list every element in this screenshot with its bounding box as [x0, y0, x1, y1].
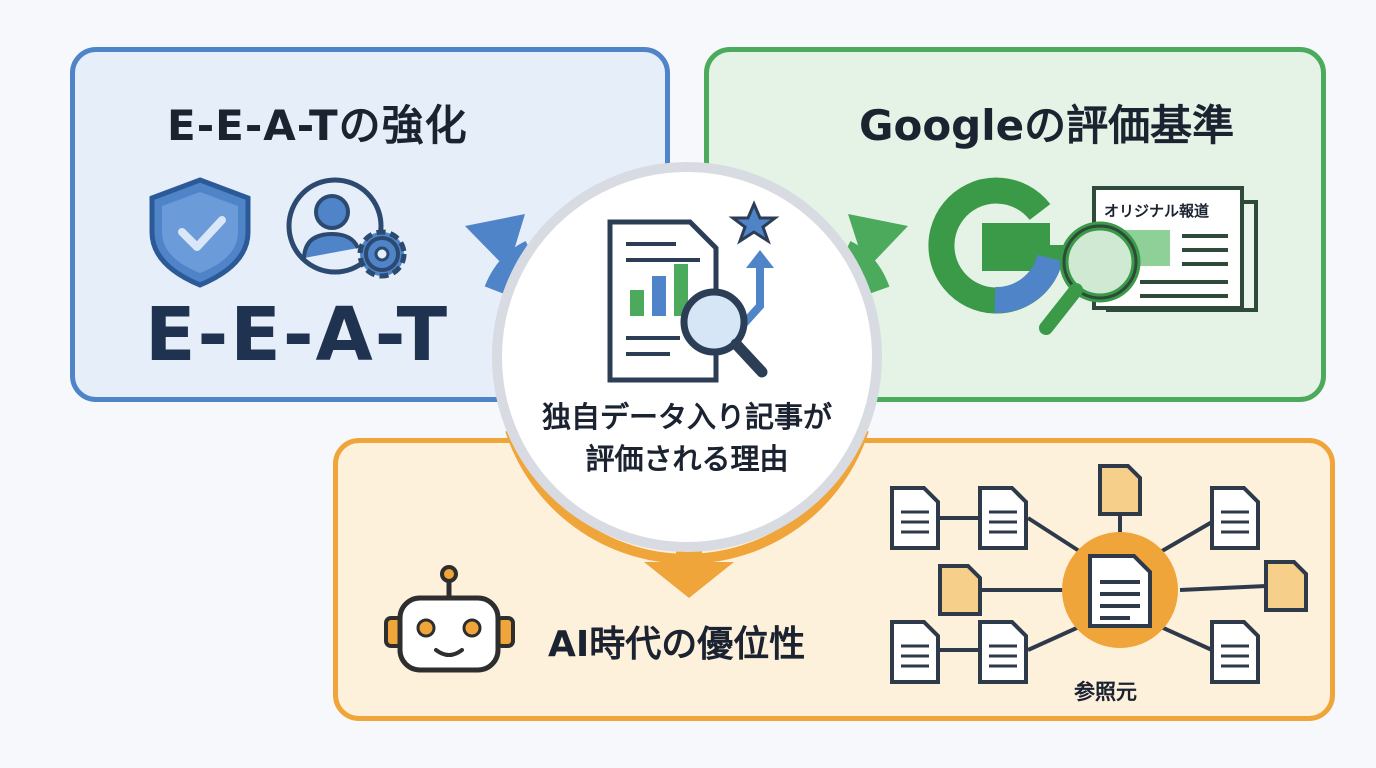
news-label: オリジナル報道 [1104, 202, 1210, 220]
eeat-big-text: E-E-A-T [145, 292, 450, 378]
eeat-title: E-E-A-Tの強化 [167, 101, 468, 150]
source-label: 参照元 [1074, 680, 1137, 704]
user-gear-icon [286, 177, 407, 279]
google-logo-icon [928, 177, 1067, 314]
robot-icon [384, 565, 515, 673]
source-document-icon [1062, 532, 1178, 648]
ai-title: AI時代の優位性 [548, 624, 806, 665]
magnifier-icon [1039, 221, 1141, 335]
network-document-icons [890, 464, 1308, 684]
google-title: Googleの評価基準 [859, 101, 1235, 150]
search-magnifier-icon [680, 288, 768, 378]
center-caption-line1: 独自データ入り記事が [541, 400, 832, 434]
star-icon [728, 200, 780, 245]
center-caption-line2: 評価される理由 [585, 442, 789, 476]
center-caption: 独自データ入り記事が 評価される理由 [500, 396, 874, 480]
shield-check-icon [149, 177, 251, 288]
